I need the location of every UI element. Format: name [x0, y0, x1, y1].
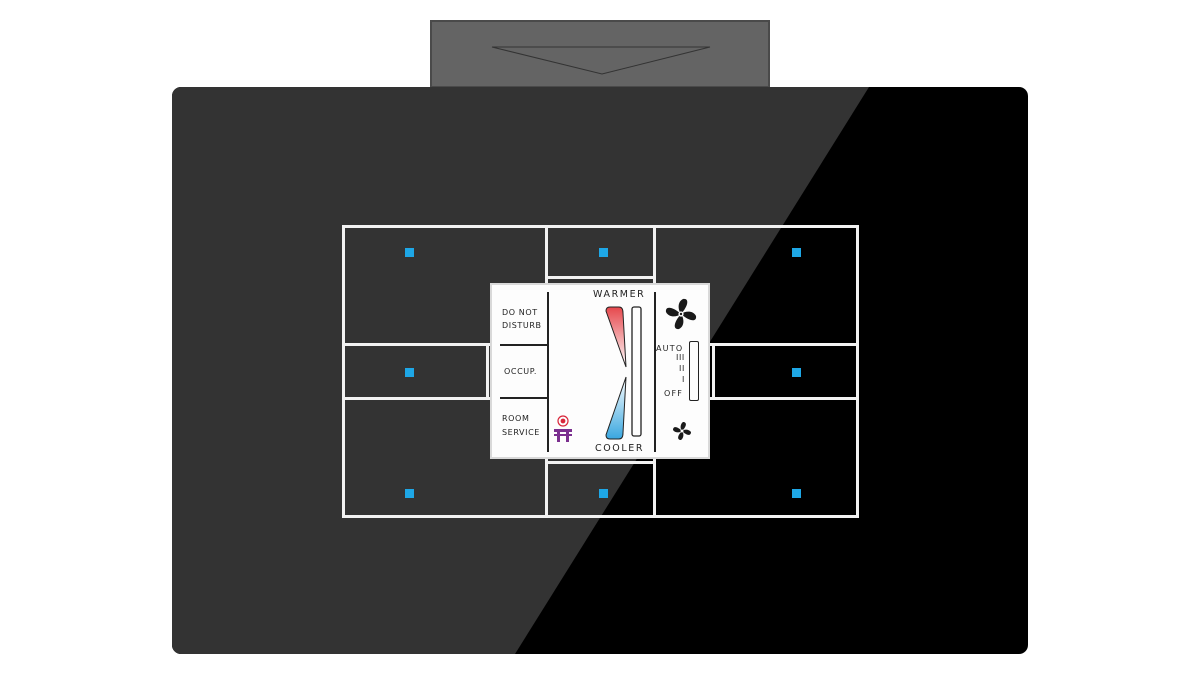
fan-off-label: OFF: [664, 389, 684, 398]
cooler-label: COOLER: [595, 443, 645, 454]
divider: [500, 397, 548, 399]
divider: [654, 292, 656, 452]
room-service-label: ROOM: [502, 414, 530, 423]
brand-logo: [554, 415, 572, 442]
temperature-scale: [605, 306, 642, 440]
led-indicator: [792, 248, 801, 257]
led-indicator: [599, 248, 608, 257]
led-indicator: [599, 489, 608, 498]
fan-auto-label: AUTO: [656, 344, 684, 353]
occupied-label: OCCUP.: [504, 367, 538, 376]
chevron-down-icon: [491, 46, 711, 75]
led-indicator: [792, 489, 801, 498]
fan-icon: [665, 298, 697, 330]
dnd-label: DO NOT: [502, 308, 538, 317]
divider: [547, 292, 549, 452]
dnd-label-2: DISTURB: [502, 321, 542, 330]
led-indicator: [792, 368, 801, 377]
led-indicator: [405, 368, 414, 377]
mount-tab: [430, 20, 770, 88]
cooler-wedge-icon: [605, 376, 627, 440]
button-middle-right[interactable]: [712, 343, 859, 400]
divider: [500, 344, 548, 346]
fan-speed-3: III: [676, 353, 685, 362]
led-indicator: [405, 489, 414, 498]
fan-small-icon: [673, 422, 691, 440]
warmer-label: WARMER: [593, 289, 646, 300]
button-top-center[interactable]: [545, 225, 656, 279]
fan-speed-1: I: [682, 375, 685, 384]
led-indicator: [405, 248, 414, 257]
button-middle-left[interactable]: [342, 343, 489, 400]
fan-speed-2: II: [679, 364, 685, 373]
temperature-bar: [631, 306, 642, 437]
room-service-label-2: SERVICE: [502, 428, 540, 437]
lcd-display: DO NOT DISTURB OCCUP. ROOM SERVICE WARME…: [490, 283, 710, 459]
warmer-wedge-icon: [605, 306, 627, 368]
fan-speed-bar: [689, 341, 699, 401]
button-bottom-center[interactable]: [545, 461, 656, 518]
